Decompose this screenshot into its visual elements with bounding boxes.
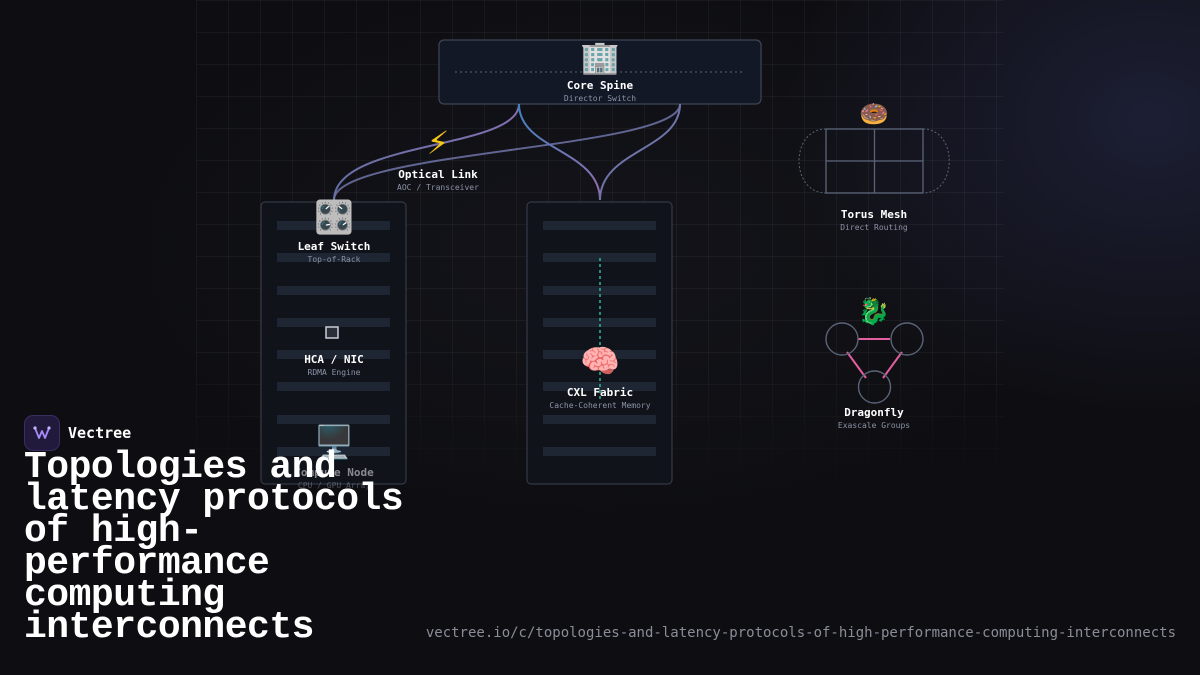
page-title: Topologies and latency protocols of high… bbox=[24, 446, 404, 649]
torus-mesh-sub: Direct Routing bbox=[840, 223, 908, 232]
brain-icon: 🧠 bbox=[580, 342, 620, 380]
link-core-to-leaf-a bbox=[333, 103, 520, 201]
rack-left-slots bbox=[277, 221, 390, 456]
optical-link-sub: AOC / Transceiver bbox=[397, 183, 479, 192]
lightning-icon: ⚡ bbox=[427, 124, 449, 162]
hca-nic-sub: RDMA Engine bbox=[308, 368, 361, 377]
control-knobs-icon: 🎛️ bbox=[314, 198, 354, 236]
dragon-icon: 🐉 bbox=[858, 296, 890, 327]
cxl-fabric-label: CXL Fabric bbox=[567, 386, 633, 399]
torus-mesh-shape bbox=[798, 128, 950, 194]
leaf-switch-label: Leaf Switch bbox=[298, 240, 371, 253]
vectree-logo-icon bbox=[24, 415, 60, 451]
donut-icon: 🍩 bbox=[859, 100, 889, 128]
torus-mesh-label: Torus Mesh bbox=[841, 208, 907, 221]
dragonfly-shape bbox=[825, 322, 924, 404]
link-core-to-cxl-b bbox=[599, 103, 681, 201]
core-spine-label: Core Spine bbox=[567, 79, 634, 92]
dragonfly-label: Dragonfly bbox=[844, 406, 904, 419]
dragonfly-sub: Exascale Groups bbox=[838, 421, 910, 430]
core-spine-sub: Director Switch bbox=[564, 94, 636, 103]
compute-node-sub: CPU / GPU Array bbox=[298, 481, 370, 490]
chip-icon bbox=[325, 326, 339, 339]
link-core-to-cxl-a bbox=[518, 103, 601, 201]
brand[interactable]: Vectree bbox=[24, 415, 131, 451]
compute-node-label: Compute Node bbox=[294, 466, 374, 479]
cxl-fabric-sub: Cache-Coherent Memory bbox=[549, 401, 650, 410]
link-core-to-leaf-b bbox=[333, 103, 681, 201]
optical-link-label: Optical Link bbox=[398, 168, 478, 181]
desktop-computer-icon: 🖥️ bbox=[314, 423, 354, 461]
brand-name: Vectree bbox=[68, 424, 132, 442]
page-url[interactable]: vectree.io/c/topologies-and-latency-prot… bbox=[425, 625, 1176, 641]
leaf-switch-sub: Top-of-Rack bbox=[308, 255, 361, 264]
hca-nic-label: HCA / NIC bbox=[304, 353, 364, 366]
office-building-icon: 🏢 bbox=[580, 38, 620, 76]
rack-left bbox=[260, 201, 407, 485]
